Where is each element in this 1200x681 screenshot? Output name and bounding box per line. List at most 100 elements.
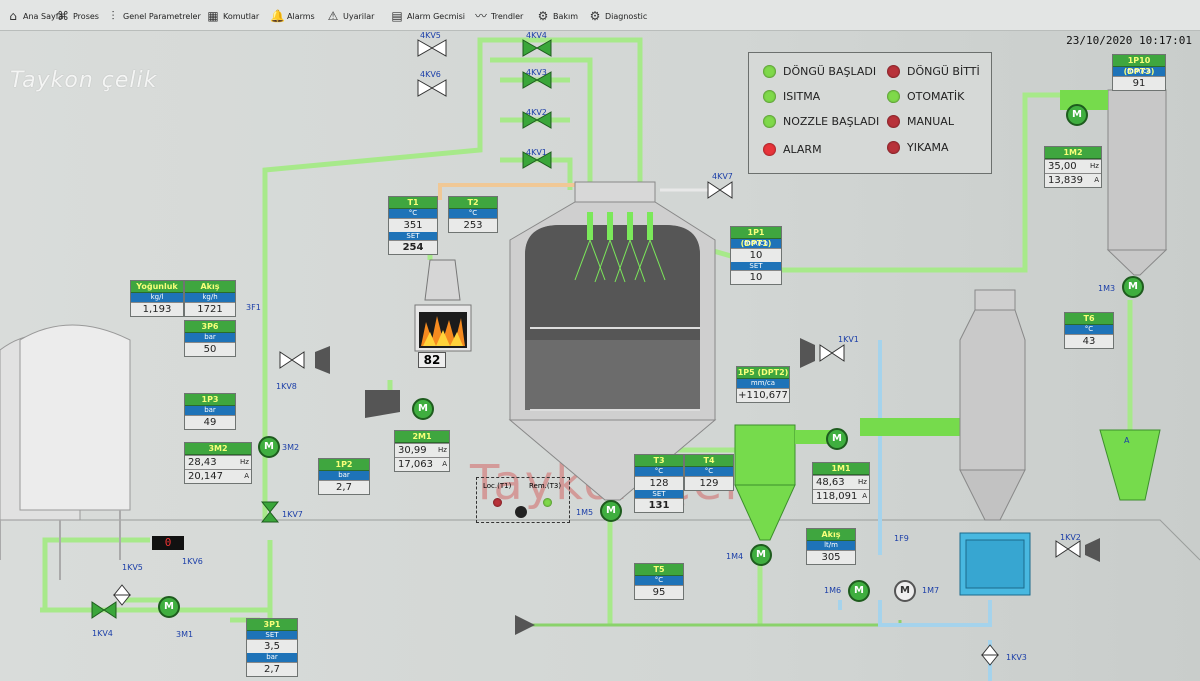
valve-1kv4-label: 1KV4 (92, 629, 113, 638)
legend-cycle-ended: DÖNGÜ BİTTİ (887, 65, 980, 78)
valve-4kv5-label: 4KV5 (420, 31, 441, 40)
status-lamp-icon (887, 65, 900, 78)
top-navigation-bar: ⌂Ana Sayfa ⌘Proses ⫶Genel Parametreler ▦… (0, 0, 1200, 31)
scrubber-tower (959, 289, 1031, 596)
status-lamp-icon (763, 90, 776, 103)
legend-nozzle-started: NOZZLE BAŞLADI (763, 115, 879, 128)
nav-commands[interactable]: ▦Komutlar (207, 9, 260, 23)
valve-1kv7-label: 1KV7 (282, 510, 303, 519)
drive-1m2[interactable]: 1M2 35,00 Hz 13,839 A (1044, 146, 1102, 188)
heater (414, 259, 472, 352)
motor-3m1[interactable]: M (158, 596, 180, 618)
status-lamp-icon (887, 115, 900, 128)
nav-alarm-history[interactable]: ▤Alarm Gecmisi (391, 9, 466, 23)
cyclone-2 (1060, 89, 1168, 501)
counter-display: 0 (152, 536, 184, 550)
drive-3m2[interactable]: 3M2 28,43 Hz 20,147 A (184, 442, 252, 484)
remote-lamp-icon (543, 498, 552, 507)
burner-level-display: 82 (418, 352, 446, 368)
instrument-t4[interactable]: T4 °C 129 (684, 454, 734, 491)
valve-1kv1-label: 1KV1 (838, 335, 859, 344)
commands-icon: ▦ (207, 9, 219, 23)
instrument-1p1-dpt1[interactable]: 1P1 (DPT1) mm/ca 10 SET 10 (730, 226, 782, 285)
motor-1m3[interactable]: M (1122, 276, 1144, 298)
valve-1kv5-label: 1KV5 (122, 563, 143, 572)
home-icon: ⌂ (9, 9, 17, 23)
brand-logo: Taykon çelik (10, 68, 158, 93)
instrument-t5[interactable]: T5 °C 95 (634, 563, 684, 600)
instrument-1p2[interactable]: 1P2 bar 2,7 (318, 458, 370, 495)
legend-heating: ISITMA (763, 90, 820, 103)
motor-3m1-label: 3M1 (176, 630, 194, 639)
valve-1kv6-label: 1KV6 (182, 557, 203, 566)
motor-3m2[interactable]: M (258, 436, 280, 458)
motor-1m1[interactable]: M (826, 428, 848, 450)
status-lamp-icon (763, 143, 776, 156)
nav-diagnostic[interactable]: ⚙Diagnostic (589, 9, 648, 23)
valve-4kv2-label: 4KV2 (526, 108, 547, 117)
valve-4kv7-label: 4KV7 (712, 172, 733, 181)
history-icon: ▤ (391, 9, 403, 23)
valves (112, 39, 1081, 666)
motor-2m1[interactable]: M (412, 398, 434, 420)
sensor-1f9-label: 1F9 (894, 534, 909, 543)
nav-warnings[interactable]: ⚠Uyarilar (327, 9, 375, 23)
instrument-t1[interactable]: T1 °C 351 SET 254 (388, 196, 438, 255)
instrument-density[interactable]: Yoğunluk kg/l 1,193 (130, 280, 184, 317)
legend-alarm: ALARM (763, 143, 822, 156)
instrument-3p6[interactable]: 3P6 bar 50 (184, 320, 236, 357)
warning-icon: ⚠ (327, 9, 339, 23)
instrument-flow-kgh[interactable]: Akış kg/h 1721 (184, 280, 236, 317)
legend-cycle-started: DÖNGÜ BAŞLADI (763, 65, 876, 78)
process-icon: ⌘ (57, 9, 69, 23)
status-lamp-icon (887, 141, 900, 154)
bell-icon: 🔔 (270, 9, 285, 23)
gear-icon: ⚙ (589, 9, 601, 23)
motor-1m4[interactable]: M (750, 544, 772, 566)
valve-1kv2-label: 1KV2 (1060, 533, 1081, 542)
legend-washing: YIKAMA (887, 141, 949, 154)
drive-2m1[interactable]: 2M1 30,99 Hz 17,063 A (394, 430, 450, 472)
instrument-3p1[interactable]: 3P1 SET 3,5 bar 2,7 (246, 618, 298, 677)
instrument-flow-ltm[interactable]: Akış lt/m 305 (806, 528, 856, 565)
motor-1m6[interactable]: M (848, 580, 870, 602)
drive-1m1[interactable]: 1M1 48,63 Hz 118,091 A (812, 462, 870, 504)
datetime-display: 23/10/2020 10:17:01 (1066, 34, 1192, 47)
motor-1m5[interactable]: M (600, 500, 622, 522)
hot-gas-pipe (438, 183, 575, 200)
tank-a-label: A (1124, 436, 1130, 445)
valve-4kv4-label: 4KV4 (526, 31, 547, 40)
motor-1m4-label: 1M4 (726, 552, 744, 561)
storage-tanks (0, 324, 131, 580)
instrument-1p10-dpt3[interactable]: 1P10 (DPT3) mm/ca 91 (1112, 54, 1166, 91)
status-lamp-icon (887, 90, 900, 103)
nav-trends[interactable]: 〰Trendler (474, 9, 524, 23)
nav-general-parameters[interactable]: ⫶Genel Parametreler (106, 6, 200, 26)
nav-process[interactable]: ⌘Proses (57, 9, 99, 23)
valve-4kv3-label: 4KV3 (526, 68, 547, 77)
sliders-icon: ⫶ (111, 9, 115, 23)
local-lamp-icon (493, 498, 502, 507)
motor-1m7[interactable]: M (894, 580, 916, 602)
nav-alarms[interactable]: 🔔Alarms (270, 9, 315, 23)
status-lamp-icon (763, 65, 776, 78)
local-remote-selector: Loc.(T1) Rem.(T3) (476, 477, 570, 523)
nav-home[interactable]: ⌂Ana Sayfa (6, 6, 63, 26)
floor-line (0, 519, 1200, 561)
motor-1m5-label: 1M5 (576, 508, 594, 517)
instrument-t3[interactable]: T3 °C 128 SET 131 (634, 454, 684, 513)
instrument-t2[interactable]: T2 °C 253 (448, 196, 498, 233)
spray-dryer-vessel (508, 181, 717, 501)
selector-switch[interactable] (515, 506, 527, 518)
instrument-1p5-dpt2[interactable]: 1P5 (DPT2) mm/ca +110,677 (736, 366, 790, 403)
nav-maintenance[interactable]: ⚙Bakım (537, 9, 579, 23)
motor-1m2[interactable]: M (1066, 104, 1088, 126)
local-label: Loc.(T1) (483, 482, 512, 490)
instrument-1p3[interactable]: 1P3 bar 49 (184, 393, 236, 430)
sensor-3f1-label: 3F1 (246, 303, 261, 312)
instrument-t6[interactable]: T6 °C 43 (1064, 312, 1114, 349)
cyclone-1 (734, 418, 960, 541)
status-legend-panel: DÖNGÜ BAŞLADI DÖNGÜ BİTTİ ISITMA OTOMATİ… (748, 52, 992, 174)
